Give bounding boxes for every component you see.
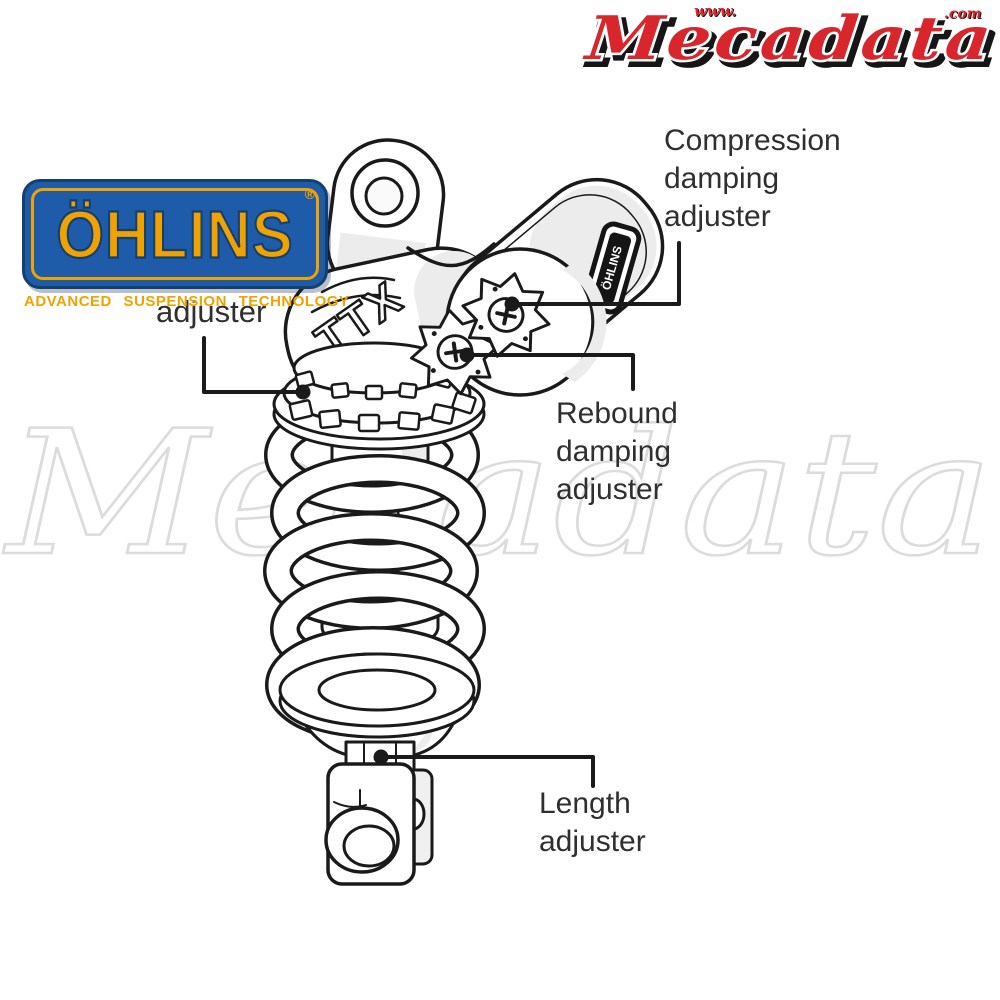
leader-lines [202,241,681,788]
ohlins-logo: ÖHLINS ® ADVANCED SUSPENSION TECHNOLOGY [22,179,349,310]
clevis-detail-line [333,801,367,808]
lower-seat-inner [317,668,437,712]
compression-leader-line [510,241,681,306]
ohlins-logo-box: ÖHLINS ® [22,179,328,289]
rebound-leader-line [465,353,635,391]
label-line: adjuster [664,200,771,233]
coil [270,454,486,572]
ohlins-tagline: ADVANCED SUSPENSION TECHNOLOGY [24,293,350,310]
backplate-shade [562,262,607,382]
clevis-eye-hole-inner [342,824,396,868]
label-spring-preload-adjuster: adjuster [156,293,266,331]
label-line: damping [556,435,672,468]
compression-adjuster-knob [461,272,551,358]
length-leader-line [379,755,595,788]
label-line: adjuster [156,294,267,329]
length-anchor-dot [373,749,389,765]
mecadata-logo: Mecadata Mecadata Mecadata www. .com [580,1,1000,82]
label-line: adjuster [539,825,646,858]
watermark-text: Mecadata [3,393,994,594]
head-saddle-line [406,242,496,268]
label-length-adjuster: Length adjuster [539,785,646,861]
rebound-anchor-dot [459,347,475,363]
mecadata-wordmark: Mecadata [582,4,998,74]
label-line: Compression [664,124,841,157]
label-line: Length [539,787,631,820]
lower-seat-shade [410,706,432,754]
label-line: adjuster [556,473,663,506]
mecadata-com-suffix: .com [944,6,982,22]
label-compression-damping-adjuster: Compression damping adjuster [664,122,841,236]
head-rib-line [310,293,402,314]
lower-mount-assembly [278,652,476,886]
ohlins-logo-inner-border [31,188,319,280]
preload-leader-line [202,336,305,394]
eye-hole [364,176,404,216]
ohlins-logo-wordmark: ÖHLINS [55,196,294,273]
label-rebound-damping-adjuster: Rebound damping adjuster [556,395,678,509]
label-line: damping [664,162,780,195]
head-rib-line [320,276,396,294]
compression-anchor-dot [504,296,520,312]
label-line: Rebound [556,397,678,430]
adjuster-cluster [409,247,607,397]
mecadata-www-prefix: www. [694,2,737,20]
preload-anchor-dot [295,384,311,400]
coil [263,512,479,630]
registered-trademark-symbol: ® [304,186,315,202]
